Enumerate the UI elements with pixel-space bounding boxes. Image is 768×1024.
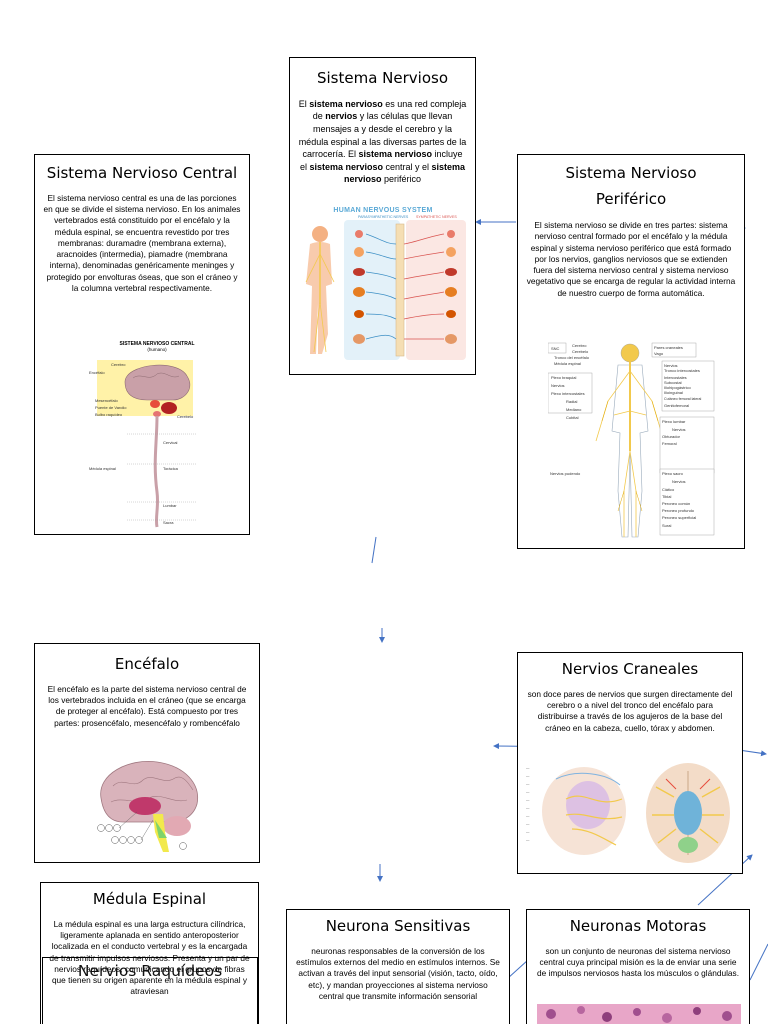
box-text: son un conjunto de neuronas del sistema …	[537, 945, 739, 979]
svg-text:—: —	[526, 790, 530, 794]
box-title: Médula Espinal	[92, 890, 207, 908]
box-encefalo: Encéfalo El encéfalo es la parte del sis…	[34, 643, 260, 863]
svg-text:Peroneo común: Peroneo común	[662, 501, 690, 506]
box-title: Sistema Nervioso Central	[46, 164, 238, 182]
box-neuronas-motoras: Neuronas Motoras son un conjunto de neur…	[526, 909, 750, 1024]
svg-text:Plexo lumbar: Plexo lumbar	[662, 419, 686, 424]
svg-text:Nervios: Nervios	[672, 427, 686, 432]
figure-title: HUMAN NERVOUS SYSTEM	[333, 207, 433, 214]
nervous-system-illustration: PARASYMPATHETIC NERVES SYMPATHETIC NERVE…	[305, 215, 466, 360]
box-title: Sistema Nervioso	[316, 69, 448, 87]
label-lumbar: Lumbar	[163, 503, 177, 508]
label-medula: Médula espinal	[89, 466, 116, 471]
box-title: Neurona Sensitivas	[325, 917, 471, 935]
box-nervios-raquideos: Nervios Raquídeos	[42, 957, 258, 1024]
label-mesencefalo: Mesencéfalo	[95, 398, 118, 403]
box-text: neuronas responsables de la conversión d…	[296, 945, 500, 1001]
svg-text:Obturador: Obturador	[662, 434, 681, 439]
svg-text:Mediano: Mediano	[566, 407, 582, 412]
box-text: El sistema nervioso central es una de la…	[43, 192, 241, 293]
svg-text:Médula espinal: Médula espinal	[554, 361, 581, 366]
label-puente: Puente de Varolio	[95, 405, 127, 410]
svg-text:Ilioinguinal: Ilioinguinal	[664, 390, 683, 395]
svg-text:SNC: SNC	[551, 346, 560, 351]
box-title: Nervios Craneales	[561, 660, 699, 678]
box-text: El encéfalo es la parte del sistema nerv…	[47, 683, 247, 728]
svg-text:Ciático: Ciático	[662, 487, 675, 492]
svg-text:Intercostales: Intercostales	[664, 375, 687, 380]
svg-text:Genitofemoral: Genitofemoral	[664, 403, 689, 408]
box-title: Neuronas Motoras	[569, 917, 707, 935]
svg-text:Femoral: Femoral	[662, 441, 677, 446]
svg-text:Nervios: Nervios	[664, 363, 678, 368]
svg-text:PARASYMPATHETIC NERVES: PARASYMPATHETIC NERVES	[358, 215, 409, 219]
svg-text:Radial: Radial	[566, 399, 577, 404]
arrow-nm-up	[697, 854, 753, 906]
label-bulbo: Bulbo raquídeo	[95, 412, 123, 417]
svg-text:Plexo braquial: Plexo braquial	[551, 375, 576, 380]
svg-text:Nervios pudendo: Nervios pudendo	[550, 471, 581, 476]
label-toracica: Torácica	[163, 466, 179, 471]
nervous-system-figure: HUMAN NERVOUS SYSTEM PARASYMPATHETIC NER…	[296, 207, 470, 367]
svg-text:Plexo intercostales: Plexo intercostales	[551, 391, 585, 396]
line-right-bottom	[749, 943, 768, 981]
svg-text:—: —	[526, 814, 530, 818]
svg-text:Tibial: Tibial	[662, 494, 672, 499]
svg-text:Nervios: Nervios	[551, 383, 565, 388]
svg-text:SYMPATHETIC NERVES: SYMPATHETIC NERVES	[416, 215, 457, 219]
label-encefalo: Encéfalo	[89, 370, 105, 375]
svg-text:—: —	[526, 782, 530, 786]
svg-text:Cerebro: Cerebro	[572, 343, 587, 348]
svg-text:Plexo sacro: Plexo sacro	[662, 471, 684, 476]
svg-text:Tronco intercostales: Tronco intercostales	[664, 368, 700, 373]
svg-text:—: —	[526, 798, 530, 802]
svg-text:Cutáneo femoral lateral: Cutáneo femoral lateral	[664, 397, 702, 401]
svg-text:—: —	[526, 774, 530, 778]
svg-text:Tronco del encéfalo: Tronco del encéfalo	[554, 355, 590, 360]
label-cervical: Cervical	[163, 440, 178, 445]
cns-illustration: Cerebro Encéfalo Mesencéfalo Puente de V…	[89, 360, 197, 528]
svg-text:Cubital: Cubital	[566, 415, 579, 420]
label-cerebelo: Cerebelo	[177, 414, 194, 419]
motor-neuron-tissue-image	[537, 1004, 741, 1024]
pns-figure: SNC Cerebro Cerebelo Tronco del encéfalo…	[547, 341, 728, 541]
box-title: Nervios Raquídeos	[77, 962, 223, 980]
box-title: Encéfalo	[114, 655, 180, 673]
svg-text:—: —	[526, 838, 530, 842]
svg-text:—: —	[526, 766, 530, 770]
svg-text:Vago: Vago	[654, 351, 664, 356]
svg-text:—: —	[526, 830, 530, 834]
box-text: son doce pares de nervios que surgen dir…	[527, 688, 733, 733]
svg-text:Iliohipogástrico: Iliohipogástrico	[664, 385, 691, 390]
brain-illustration	[97, 760, 199, 852]
figure-subtitle: (humano)	[147, 347, 167, 352]
svg-text:—: —	[526, 806, 530, 810]
svg-text:Peroneo profundo: Peroneo profundo	[662, 508, 695, 513]
svg-text:—: —	[526, 822, 530, 826]
box-text: El sistema nervioso se divide en tres pa…	[526, 220, 736, 298]
box-neurona-sensitivas: Neurona Sensitivas neuronas responsables…	[286, 909, 510, 1024]
box-nervios-craneales: Nervios Craneales son doce pares de nerv…	[517, 652, 743, 874]
label-sacra: Sacra	[163, 520, 174, 525]
svg-text:Nervios: Nervios	[672, 479, 686, 484]
box-sistema-nervioso-central: Sistema Nervioso Central El sistema nerv…	[34, 154, 250, 535]
box-text: El sistema nervioso es una red compleja …	[298, 98, 467, 185]
svg-text:Pares craneales: Pares craneales	[654, 345, 683, 350]
box-sistema-nervioso: Sistema Nervioso El sistema nervioso es …	[289, 57, 476, 375]
svg-text:Cerebelo: Cerebelo	[572, 349, 589, 354]
svg-text:Subcostal: Subcostal	[664, 380, 682, 385]
svg-text:Peroneo superficial: Peroneo superficial	[662, 515, 696, 520]
figure-title: SISTEMA NERVIOSO CENTRAL	[119, 341, 195, 347]
line-center	[371, 536, 377, 564]
svg-text:Sural: Sural	[662, 523, 671, 528]
cns-figure: SISTEMA NERVIOSO CENTRAL (humano) Cerebr…	[87, 341, 227, 531]
label-cerebro: Cerebro	[111, 362, 126, 367]
pns-illustration: SNC Cerebro Cerebelo Tronco del encéfalo…	[547, 342, 715, 538]
box-sistema-nervioso-periferico: Sistema Nervioso Periférico El sistema n…	[517, 154, 745, 549]
cranial-nerves-illustration: — — — — — — — — — —	[526, 763, 730, 863]
box-title: Sistema Nervioso Periférico	[565, 164, 697, 208]
